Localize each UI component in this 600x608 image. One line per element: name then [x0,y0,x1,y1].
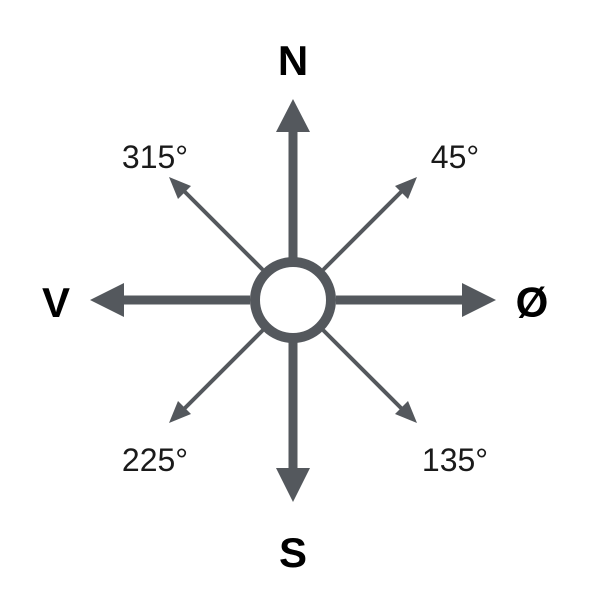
southwest-degree-label: 225° [122,442,188,478]
north-arrowhead [276,99,310,132]
northwest-arrow-shaft [179,186,264,271]
southwest-arrow-shaft [179,329,264,414]
south-arrowhead [276,468,310,502]
east-label: Ø [516,279,549,326]
northwest-degree-label: 315° [122,139,188,175]
southeast-arrow-shaft [322,329,407,414]
northeast-degree-label: 45° [431,139,479,175]
east-arrowhead [462,283,496,317]
southwest-arrowhead [169,401,191,423]
west-label: V [42,279,70,326]
southeast-degree-label: 135° [422,442,488,478]
intercardinal-arrows [169,177,417,423]
northeast-arrowhead [395,177,417,199]
west-arrowhead [90,283,124,317]
north-label: N [278,37,308,84]
center-ring [250,257,336,343]
northeast-arrow-shaft [322,186,407,271]
southeast-arrowhead [395,401,417,423]
northwest-arrowhead [169,177,191,199]
south-label: S [279,529,307,576]
cardinal-arrows [90,99,496,502]
